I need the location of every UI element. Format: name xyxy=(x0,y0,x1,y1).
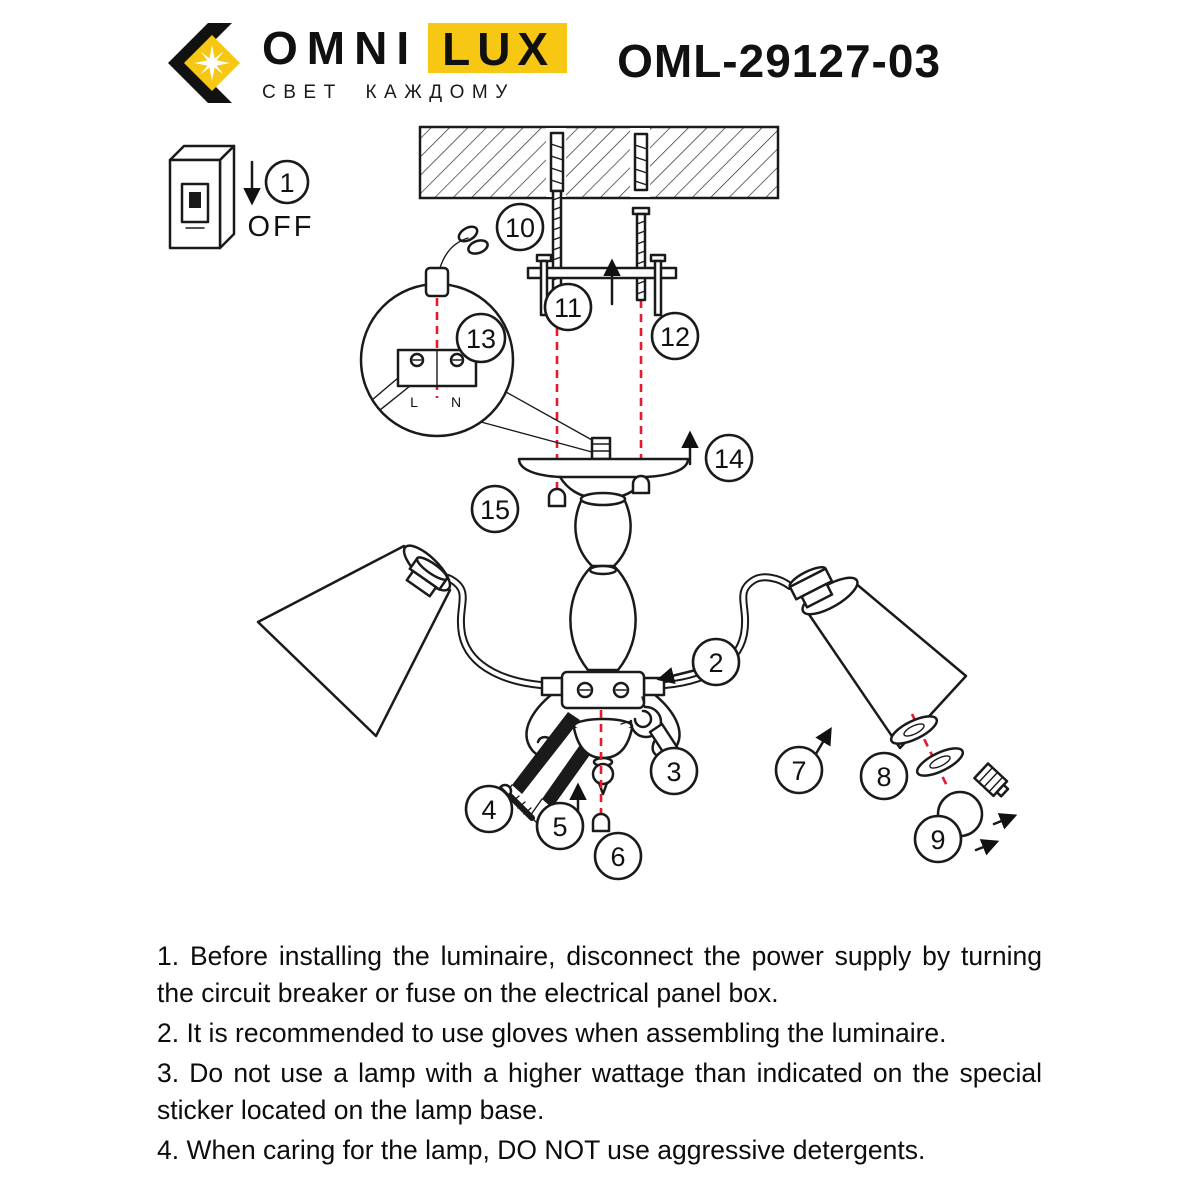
svg-text:3: 3 xyxy=(666,757,681,787)
screw-in-arrow-icon xyxy=(992,813,1018,830)
cap-nut-right xyxy=(631,474,651,495)
header: OMNI LUX СВЕТ КАЖДОМУ OML-29127-03 xyxy=(0,0,1200,110)
callout-12: 12 xyxy=(650,311,700,361)
svg-text:15: 15 xyxy=(480,495,510,525)
shade-rings xyxy=(889,713,965,789)
terminal-label-n: N xyxy=(451,394,461,410)
svg-text:8: 8 xyxy=(876,762,891,792)
callout-14: 14 xyxy=(704,433,754,483)
svg-text:13: 13 xyxy=(466,324,496,354)
callout-10: 10 xyxy=(495,202,545,252)
callout-4: 4 xyxy=(464,784,514,834)
assembly-diagram: L N xyxy=(0,110,1200,930)
svg-text:14: 14 xyxy=(714,444,744,474)
instruction-item-2: 2. It is recommended to use gloves when … xyxy=(157,1018,947,1049)
ceiling-section xyxy=(418,125,780,200)
brand-name: OMNI LUX xyxy=(262,21,568,74)
brand-text: OMNI LUX СВЕТ КАЖДОМУ xyxy=(262,21,568,104)
brand-name-primary: OMNI xyxy=(262,21,419,74)
logo-chevron-top xyxy=(168,23,232,63)
bottom-finial xyxy=(572,717,634,796)
off-label: OFF xyxy=(248,211,315,243)
right-shade-socket xyxy=(788,565,834,609)
brand-logo: OMNI LUX СВЕТ КАЖДОМУ xyxy=(150,16,568,110)
callout-11: 11 xyxy=(543,282,593,332)
arm-hub xyxy=(540,670,666,710)
svg-text:7: 7 xyxy=(791,756,806,786)
svg-text:4: 4 xyxy=(481,795,496,825)
wire xyxy=(439,237,469,269)
anchor-right xyxy=(631,132,651,302)
cap-nut-left xyxy=(547,487,567,508)
wire-connector xyxy=(424,266,450,298)
model-number: OML-29127-03 xyxy=(617,35,942,87)
svg-text:1: 1 xyxy=(279,168,294,198)
brand-logo-icon xyxy=(168,23,240,103)
callout-15: 15 xyxy=(470,484,520,534)
terminal-label-l: L xyxy=(410,394,418,410)
assembly-diagram-svg: L N xyxy=(168,125,1018,881)
logo-chevron-bottom xyxy=(168,63,232,103)
svg-text:10: 10 xyxy=(505,213,535,243)
canopy xyxy=(517,430,699,508)
callout-9: 9 xyxy=(913,814,963,864)
svg-text:2: 2 xyxy=(708,648,723,678)
left-shade-socket xyxy=(405,556,449,598)
hand-finger-icon xyxy=(457,225,479,243)
callout-6: 6 xyxy=(593,831,643,881)
finial-nut xyxy=(591,812,611,833)
magnifier-leader-top xyxy=(505,391,593,441)
terminal-block: L N xyxy=(371,348,478,411)
instruction-item-4: 4. When caring for the lamp, DO NOT use … xyxy=(157,1135,926,1166)
breaker-box-icon xyxy=(168,144,236,250)
svg-text:11: 11 xyxy=(554,293,582,323)
callout-8: 8 xyxy=(859,751,909,801)
power-off-step: OFF xyxy=(168,144,315,250)
svg-text:5: 5 xyxy=(552,812,567,842)
mounting-bar xyxy=(526,253,678,317)
brand-tagline: СВЕТ КАЖДОМУ xyxy=(262,81,515,103)
hand-finger-icon xyxy=(467,239,489,255)
svg-text:6: 6 xyxy=(610,842,625,872)
svg-text:9: 9 xyxy=(930,825,945,855)
logo-starburst-icon xyxy=(194,45,230,81)
brand-name-secondary: LUX xyxy=(428,22,568,73)
callout-3: 3 xyxy=(649,746,699,796)
svg-text:12: 12 xyxy=(660,322,690,352)
instruction-item-3: 3. Do not use a lamp with a higher watta… xyxy=(157,1058,1042,1126)
instruction-item-1: 1. Before installing the luminaire, disc… xyxy=(157,941,1042,1009)
callout-7: 7 xyxy=(774,745,824,795)
callout-1: 1 xyxy=(264,159,310,205)
callout-2: 2 xyxy=(691,637,741,687)
callout-13: 13 xyxy=(455,312,507,364)
callout-5: 5 xyxy=(535,801,585,851)
instructions-section: 1. Before installing the luminaire, disc… xyxy=(0,930,1200,1170)
magnifier-leader-bottom xyxy=(480,421,593,453)
arm-insert-arrow-icon xyxy=(656,667,698,685)
right-shade xyxy=(788,565,968,750)
screw-in-arrow-icon xyxy=(974,839,1000,856)
left-shade xyxy=(256,544,452,738)
